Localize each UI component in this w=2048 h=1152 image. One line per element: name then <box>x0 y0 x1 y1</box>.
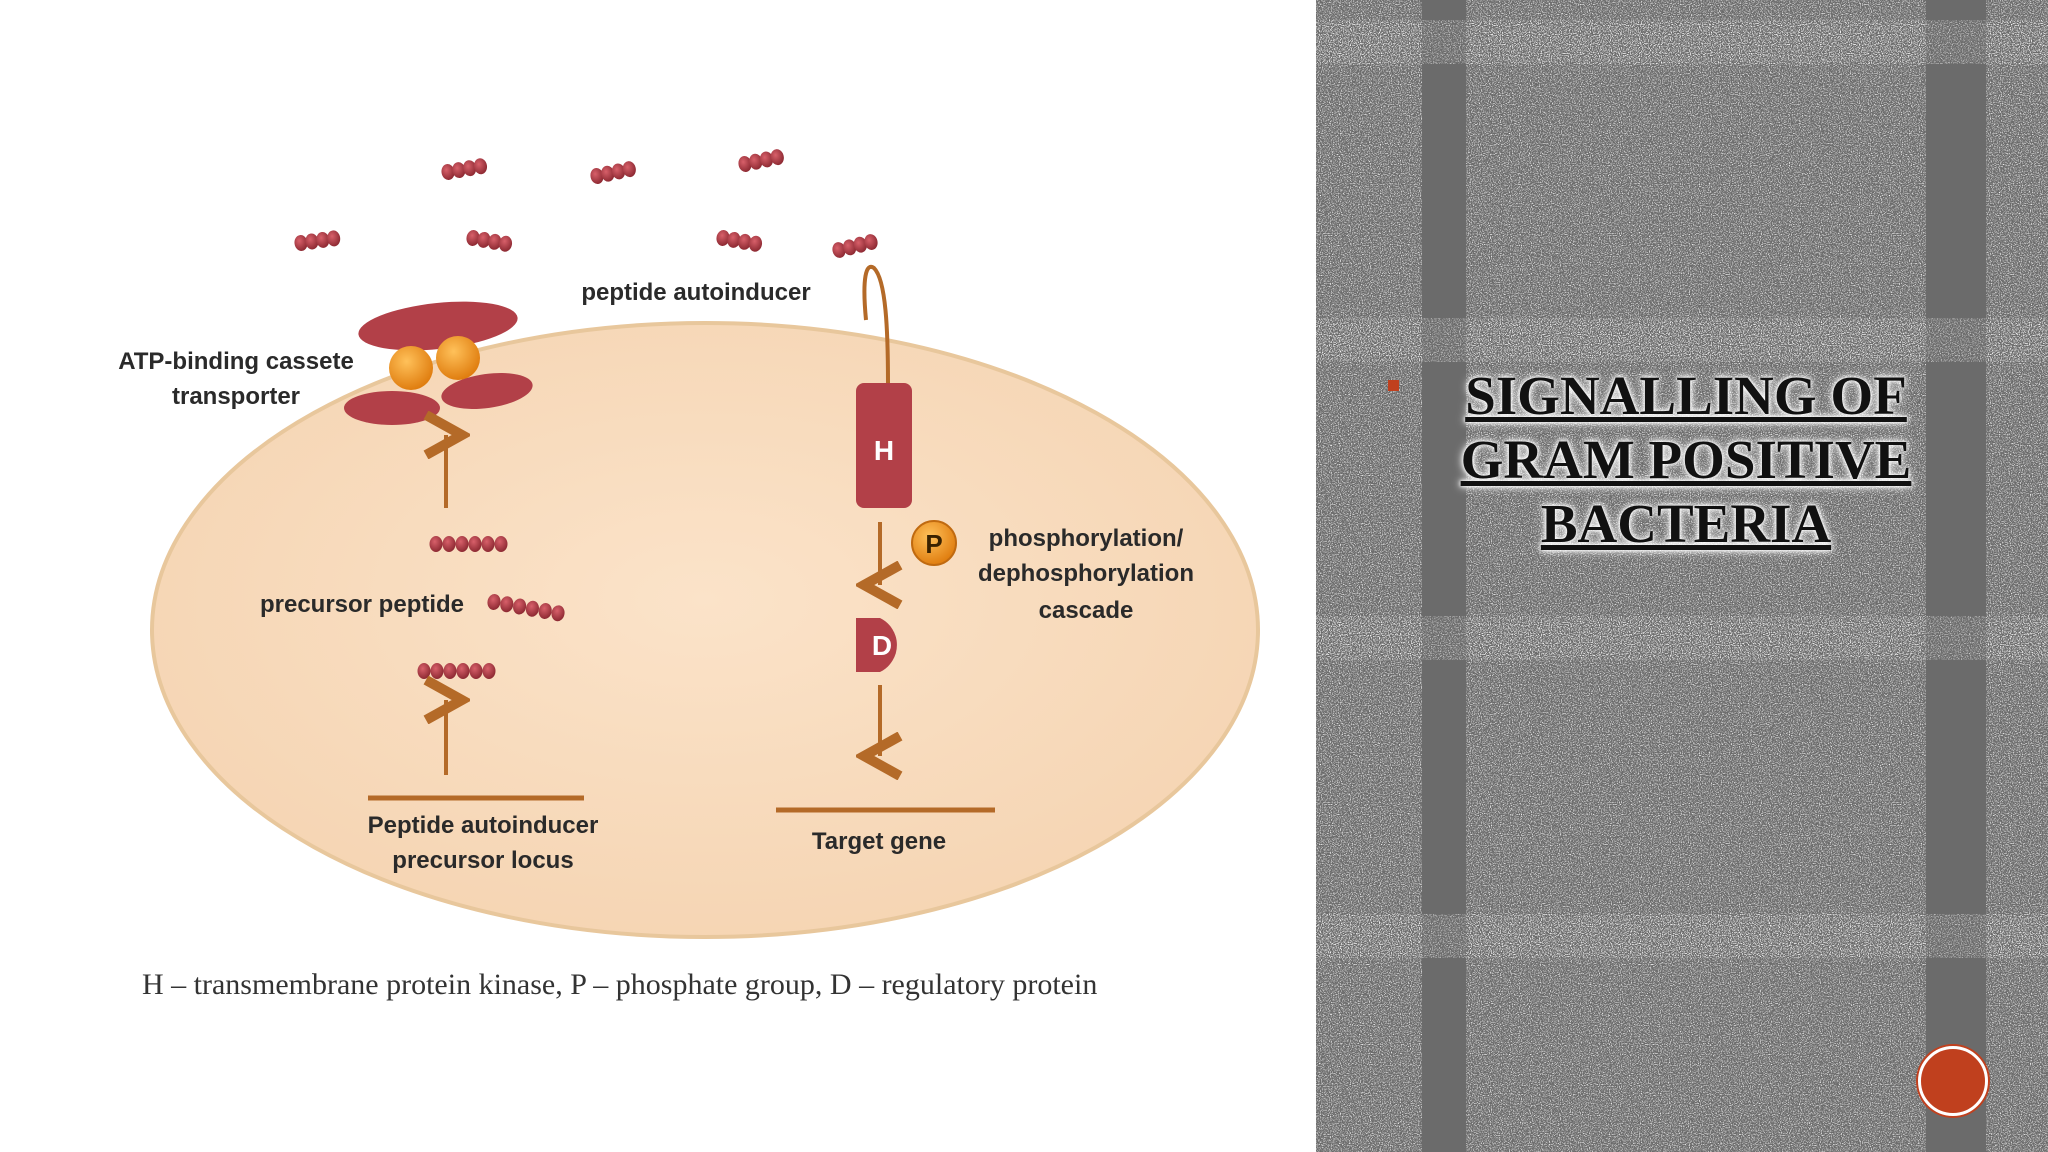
peptide-bead <box>738 233 752 250</box>
diagram-caption: H – transmembrane protein kinase, P – ph… <box>142 968 1098 1001</box>
peptide-chain <box>466 230 513 252</box>
title-block: Signalling of Gram positive bacteria <box>1388 364 1966 556</box>
peptide-chain <box>441 158 488 180</box>
transporter-bottom-subunit <box>441 372 533 410</box>
peptide-bead <box>452 162 466 179</box>
peptide-bead <box>832 242 846 258</box>
peptide-bead <box>294 235 308 251</box>
peptide-bead <box>430 663 444 679</box>
texture-column <box>1316 0 1422 1152</box>
phosphate-circle <box>911 520 957 566</box>
abc-transporter-label-line2: transporter <box>172 383 300 410</box>
peptide-chain <box>716 230 763 252</box>
peptide-bead <box>513 598 527 615</box>
texture-band <box>1316 318 2048 362</box>
peptide-bead <box>327 230 341 247</box>
peptide-bead <box>443 663 457 679</box>
peptide-bead <box>456 663 470 679</box>
peptide-bead <box>441 164 455 180</box>
peptide-bead <box>455 536 469 552</box>
peptide-bead <box>601 165 615 182</box>
peptide-bead <box>473 158 488 175</box>
texture-band <box>1316 914 2048 958</box>
texture-column <box>1986 0 2048 1152</box>
peptide-bead <box>748 235 763 252</box>
precursor-peptide-label: precursor peptide <box>260 591 464 618</box>
peptide-bead <box>525 600 539 617</box>
peptide-chain <box>429 536 508 552</box>
peptide-bead <box>500 596 514 613</box>
peptide-bead <box>477 231 491 248</box>
peptide-bead <box>738 156 752 172</box>
peptide-bead <box>590 168 604 184</box>
peptide-bead <box>538 603 552 619</box>
texture-center <box>1466 0 1926 1152</box>
atp-sphere <box>389 346 433 390</box>
kinase-letter: H <box>874 435 894 466</box>
peptide-chain <box>294 230 341 251</box>
peptide-bead <box>429 536 443 552</box>
peptide-chain <box>487 594 565 622</box>
regulator-shape <box>856 618 897 672</box>
peptide-bead <box>770 149 784 166</box>
peptide-group <box>294 149 878 679</box>
kinase-receptor <box>856 383 912 508</box>
peptide-bead <box>305 233 319 250</box>
peptide-autoinducer-label: peptide autoinducer <box>581 279 810 306</box>
peptide-bead <box>551 605 565 622</box>
cascade-label-line2: dephosphorylation <box>978 560 1194 587</box>
peptide-bead <box>622 161 636 178</box>
peptide-bead <box>469 663 483 679</box>
cascade-label-line3: cascade <box>1039 597 1134 624</box>
peptide-chain <box>832 234 878 258</box>
peptide-bead <box>749 153 763 170</box>
diagram-area: H P D peptide autoinducer ATP-binding ca… <box>118 149 1260 1001</box>
peptide-bead <box>463 160 477 177</box>
peptide-chain <box>417 663 496 679</box>
cascade-label-line1: phosphorylation/ <box>989 525 1184 552</box>
slide-title: Signalling of Gram positive bacteria <box>1460 365 1912 554</box>
peptide-bead <box>727 231 741 248</box>
peptide-bead <box>853 236 867 253</box>
texture-band <box>1316 616 2048 660</box>
bullet-icon <box>1388 380 1399 391</box>
abc-transporter <box>344 301 533 425</box>
peptide-bead <box>466 230 480 246</box>
texture-band <box>1316 20 2048 64</box>
abc-transporter-label-line1: ATP-binding cassete <box>118 348 354 375</box>
peptide-bead <box>442 536 456 552</box>
transporter-bottom-subunit <box>344 391 440 425</box>
locus-label-line1: Peptide autoinducer <box>368 812 599 839</box>
transporter-top-subunit <box>358 301 518 351</box>
locus-label-line2: precursor locus <box>392 847 573 874</box>
peptide-bead <box>759 151 774 168</box>
peptide-bead <box>482 663 496 679</box>
peptide-bead <box>611 163 626 180</box>
panel-texture <box>1316 0 2048 1152</box>
target-gene-label: Target gene <box>812 828 946 855</box>
regulator-letter: D <box>872 630 892 661</box>
peptide-chain <box>590 161 636 184</box>
peptide-bead <box>494 536 508 552</box>
kinase-signal-arc <box>862 264 890 386</box>
next-slide-button[interactable] <box>1918 1046 1988 1116</box>
bacterial-cell <box>150 321 1260 939</box>
peptide-bead <box>487 594 501 610</box>
peptide-bead <box>481 536 495 552</box>
peptide-bead <box>488 233 502 250</box>
peptide-bead <box>843 239 857 256</box>
peptide-bead <box>316 231 330 248</box>
peptide-bead <box>498 235 513 252</box>
peptide-chain <box>738 149 784 172</box>
peptide-bead <box>417 663 431 679</box>
phosphate-letter: P <box>925 529 942 559</box>
peptide-bead <box>468 536 482 552</box>
peptide-bead <box>864 234 878 250</box>
title-panel: Signalling of Gram positive bacteria <box>1316 0 2048 1152</box>
atp-sphere <box>436 336 480 380</box>
peptide-bead <box>716 230 730 246</box>
quorum-sensing-diagram: H P D peptide autoinducer ATP-binding ca… <box>118 149 1260 939</box>
